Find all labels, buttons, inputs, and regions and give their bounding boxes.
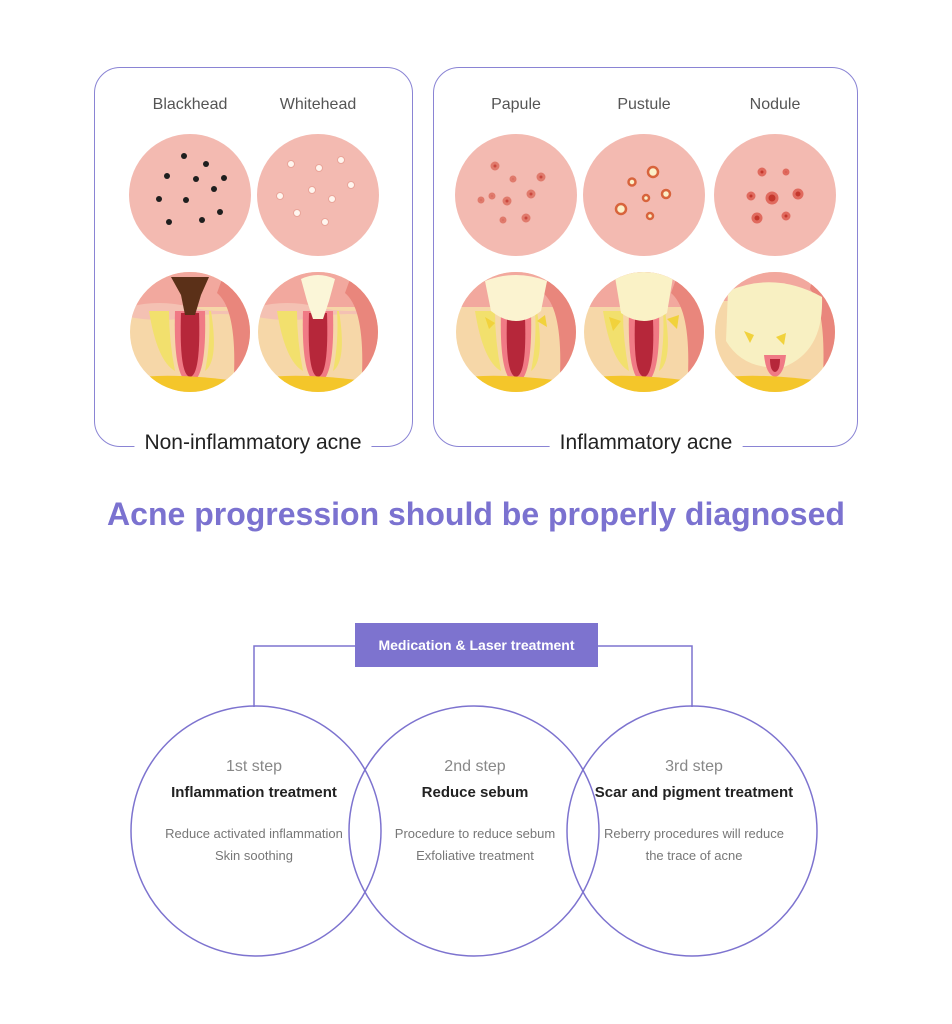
papule-skin-image xyxy=(455,134,577,256)
step-2-desc-line-1: Procedure to reduce sebum xyxy=(394,826,556,841)
blackhead-label: Blackhead xyxy=(152,96,228,113)
step-2-title: Reduce sebum xyxy=(421,784,529,801)
step-1: 1st step Inflammation treatment Reduce a… xyxy=(129,758,379,867)
pustule-cross-section-image xyxy=(583,271,705,393)
blackhead-skin-image xyxy=(129,134,251,256)
inflammatory-caption: Inflammatory acne xyxy=(549,431,743,455)
whitehead-label: Whitehead xyxy=(279,96,357,113)
whitehead-cross-section-image xyxy=(257,271,379,393)
step-3-number: 3rd step xyxy=(665,758,723,775)
step-1-number: 1st step xyxy=(225,758,283,775)
step-3-title: Scar and pigment treatment xyxy=(594,784,794,801)
whitehead-skin-image xyxy=(257,134,379,256)
papule-label: Papule xyxy=(491,96,541,113)
step-2-desc-line-2: Exfoliative treatment xyxy=(416,848,534,863)
nodule-skin-image xyxy=(714,134,836,256)
medication-laser-box: Medication & Laser treatment xyxy=(355,623,598,667)
step-3-desc-line-2: the trace of acne xyxy=(645,848,743,863)
step-3: 3rd step Scar and pigment treatment Rebe… xyxy=(569,758,819,867)
blackhead-cross-section-image xyxy=(129,271,251,393)
step-1-title: Inflammation treatment xyxy=(171,784,337,801)
pustule-skin-image xyxy=(583,134,705,256)
inflammatory-panel: Papule Pustule Nodule xyxy=(433,67,858,455)
non-inflammatory-caption: Non-inflammatory acne xyxy=(134,431,372,455)
step-3-desc-line-1: Reberry procedures will reduce xyxy=(604,826,784,841)
step-2: 2nd step Reduce sebum Procedure to reduc… xyxy=(350,758,600,867)
non-inflammatory-panel: Blackhead Whitehead xyxy=(94,67,413,455)
papule-cross-section-image xyxy=(455,271,577,393)
headline: Acne progression should be properly diag… xyxy=(107,496,845,532)
nodule-cross-section-image xyxy=(714,271,836,393)
nodule-label: Nodule xyxy=(749,96,801,113)
step-1-desc-line-1: Reduce activated inflammation xyxy=(165,826,343,841)
step-1-desc-line-2: Skin soothing xyxy=(214,848,294,863)
pustule-label: Pustule xyxy=(617,96,671,113)
step-2-number: 2nd step xyxy=(444,758,506,775)
